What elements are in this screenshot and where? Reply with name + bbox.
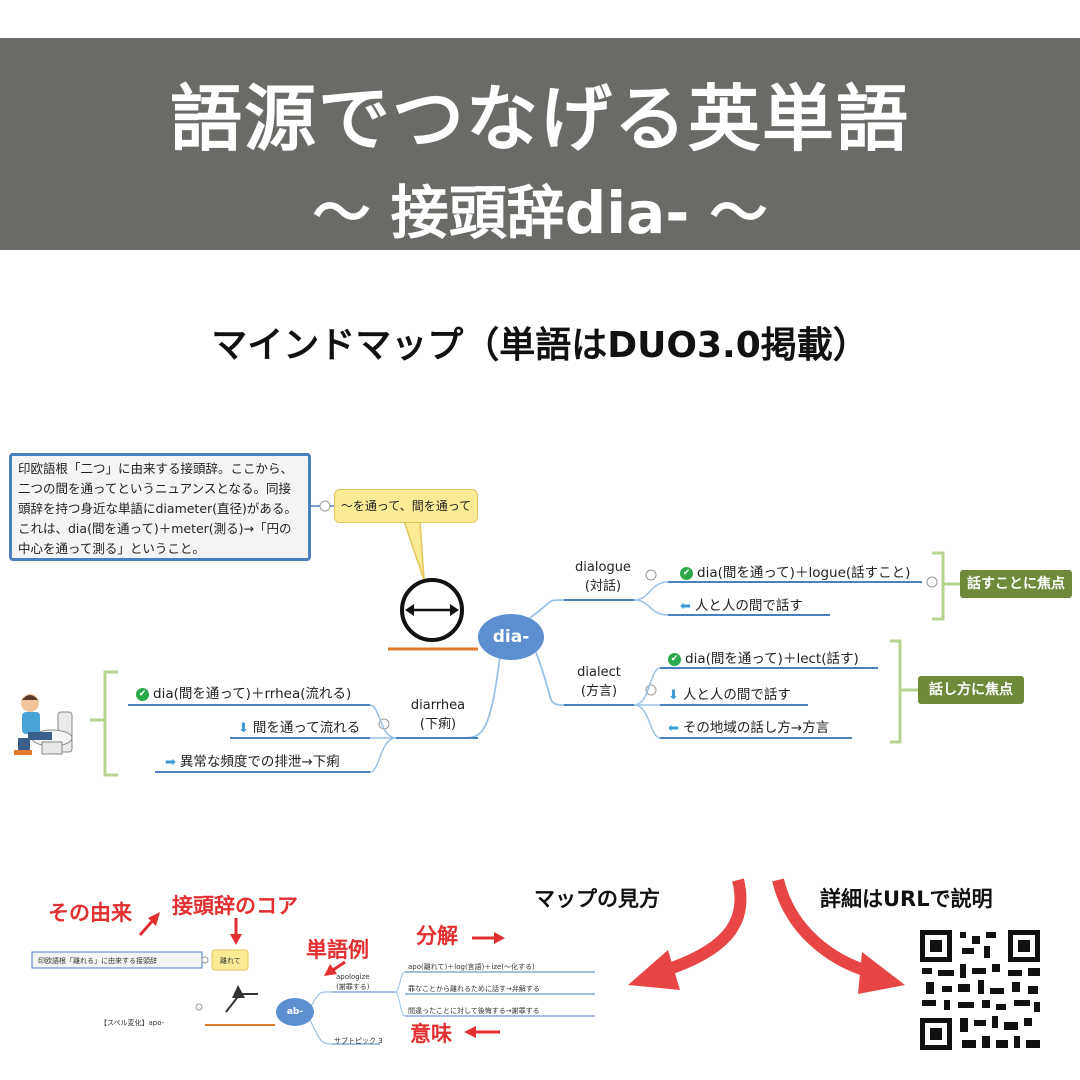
branch-item: ⬇人と人の間で話す — [668, 687, 791, 703]
mini-word-meaning: (謝罪する) — [336, 983, 370, 991]
branch-item: ➡異常な頻度での排泄→下痢 — [165, 754, 340, 770]
qr-code-icon — [918, 928, 1042, 1052]
mini-item: apo(離れて)＋log(言語)＋ize(〜化する) — [408, 963, 535, 971]
branch-item: ✔dia(間を通って)＋logue(話すこと) — [680, 561, 910, 581]
focus-tag: 話し方に焦点 — [918, 676, 1024, 704]
word-meaning: (対話) — [584, 579, 622, 594]
mini-core-text: 離れて — [220, 957, 241, 965]
focus-tag: 話すことに焦点 — [960, 570, 1072, 598]
guide-heading-left: マップの見方 — [534, 887, 660, 911]
banner-title: 語源でつなげる英単語 — [169, 77, 910, 161]
title-banner: 語源でつなげる英単語 〜 接頭辞dia- 〜 — [0, 38, 1080, 250]
word-meaning: (方言) — [580, 684, 618, 699]
center-node: dia- — [478, 614, 544, 660]
mini-center-node: ab- — [276, 998, 314, 1026]
check-icon: ✔ — [680, 566, 693, 580]
mini-word-node: apologize (謝罪する) — [336, 972, 370, 992]
arrow-left-icon: ⬅ — [680, 599, 691, 614]
check-icon: ✔ — [668, 652, 681, 666]
mini-subtopic: サブトピック 3 — [334, 1037, 383, 1045]
core-meaning-callout: 〜を通って、間を通って — [334, 489, 478, 523]
check-icon: ✔ — [136, 687, 149, 701]
branch-item: ✔dia(間を通って)＋rrhea(流れる) — [136, 682, 351, 702]
arrow-left-icon: ⬅ — [668, 721, 679, 736]
guide-label-meaning: 意味 — [410, 1022, 452, 1046]
word-node-diarrhea: diarrhea (下痢) — [402, 696, 474, 734]
guide-label-core: 接頭辞のコア — [172, 894, 298, 918]
arrow-down-icon: ⬇ — [238, 721, 249, 736]
word-node-dialogue: dialogue (対話) — [570, 558, 636, 596]
arrow-right-icon: ➡ — [165, 755, 176, 770]
guide-label-breakdown: 分解 — [416, 924, 458, 948]
branch-item: ⬅人と人の間で話す — [680, 598, 803, 614]
branch-item: ⬅その地域の話し方→方言 — [668, 720, 830, 736]
mini-spell-text: 【スペル変化】apo- — [100, 1019, 165, 1027]
guide-label-origin: その由来 — [48, 901, 132, 925]
word-meaning: (下痢) — [419, 717, 457, 732]
word-label: dialect — [577, 665, 621, 680]
origin-note: 印欧語根「二つ」に由来する接頭辞。ここから、二つの間を通ってというニュアンスとな… — [9, 453, 311, 561]
word-node-dialect: dialect (方言) — [566, 663, 632, 701]
mini-item: 罪なことから離れるために話す→弁解する — [408, 985, 540, 993]
banner-subtitle: 〜 接頭辞dia- 〜 — [312, 179, 768, 247]
mini-origin-text: 印欧語根「離れる」に由来する接頭辞 — [38, 957, 157, 965]
through-arrow-icon — [400, 578, 464, 642]
toilet-icon — [14, 694, 73, 755]
word-label: diarrhea — [410, 698, 466, 713]
mini-item: 間違ったことに対して後悔する→謝罪する — [408, 1007, 540, 1015]
mini-word: apologize — [336, 973, 370, 981]
branch-item: ⬇間を通って流れる — [238, 720, 361, 736]
section-heading: マインドマップ（単語はDUO3.0掲載） — [211, 325, 869, 366]
branch-item: ✔dia(間を通って)＋lect(話す) — [668, 647, 859, 667]
guide-label-example: 単語例 — [306, 938, 369, 962]
arrow-down-icon: ⬇ — [668, 688, 679, 703]
word-label: dialogue — [575, 560, 631, 575]
guide-heading-right: 詳細はURLで説明 — [820, 887, 993, 911]
